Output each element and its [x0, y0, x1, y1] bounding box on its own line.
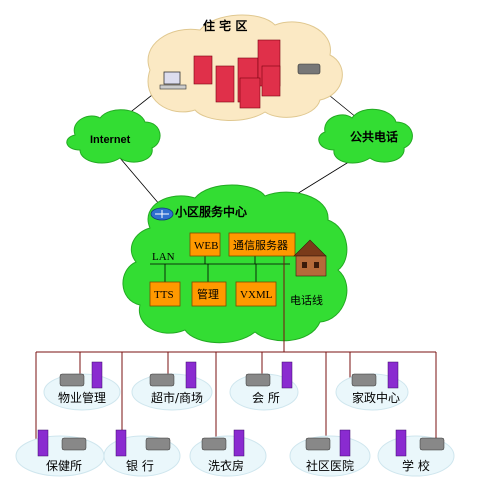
residential-label: 住 宅 区 [203, 18, 247, 33]
web-box: WEB [189, 232, 221, 257]
phone-device-icon [149, 373, 175, 387]
svg-text:WEB: WEB [194, 240, 218, 252]
tts-box: TTS [149, 281, 181, 307]
phone-device-icon [61, 437, 87, 451]
vxml-box: VXML [235, 281, 277, 307]
telephone-icon [297, 63, 321, 75]
node-clubhouse: 会 所 [229, 361, 299, 411]
svg-text:社区医院: 社区医院 [306, 458, 354, 473]
server-icon [115, 429, 127, 457]
phone-device-icon [201, 437, 227, 451]
computer-icon [159, 71, 187, 90]
server-icon [91, 361, 103, 389]
svg-text:物业管理: 物业管理 [58, 390, 106, 405]
phone-device-icon [305, 437, 331, 451]
server-icon [37, 429, 49, 457]
internet-label: Internet [90, 134, 131, 146]
residential-cloud: 住 宅 区 [147, 14, 343, 121]
apartment-buildings-icon [193, 39, 281, 109]
node-clinic: 保健所 [15, 429, 105, 477]
svg-text:会 所: 会 所 [252, 391, 280, 405]
svg-text:TTS: TTS [154, 289, 174, 301]
router-icon [150, 207, 174, 221]
service-center-label: 小区服务中心 [175, 204, 247, 219]
svg-text:洗衣房: 洗衣房 [208, 458, 244, 473]
server-icon [339, 429, 351, 457]
svg-text:VXML: VXML [240, 289, 273, 301]
house-icon [293, 239, 327, 277]
phone-device-icon [245, 373, 271, 387]
node-hospital: 社区医院 [289, 429, 371, 477]
node-school: 学 校 [377, 429, 455, 477]
phone-device-icon [59, 373, 85, 387]
node-laundry: 洗衣房 [189, 429, 267, 477]
management-box: 管理 [191, 281, 227, 307]
svg-text:银 行: 银 行 [126, 459, 154, 473]
node-supermarket: 超市/商场 [131, 361, 213, 411]
node-row-bottom: 保健所 银 行 洗衣房 社区医院 学 校 [15, 429, 455, 477]
svg-text:家政中心: 家政中心 [352, 390, 400, 405]
svg-text:超市/商场: 超市/商场 [151, 390, 203, 405]
server-icon [395, 429, 407, 457]
server-icon [281, 361, 293, 389]
svg-text:保健所: 保健所 [46, 459, 82, 473]
phone-line-label: 电话线 [290, 293, 323, 307]
service-center-cloud: 小区服务中心 LAN WEB 通信服务器 TTS [122, 184, 348, 344]
node-row-top: 物业管理 超市/商场 会 所 家政中心 [43, 361, 409, 411]
node-bank: 银 行 [103, 429, 181, 477]
node-housekeeping: 家政中心 [335, 361, 409, 411]
internet-cloud: Internet [66, 109, 161, 164]
svg-text:通信服务器: 通信服务器 [233, 239, 288, 252]
server-icon [233, 429, 245, 457]
link-internet-center [119, 157, 161, 206]
comm-server-box: 通信服务器 [228, 232, 296, 257]
lan-label: LAN [152, 251, 175, 263]
lan-bus [150, 256, 290, 282]
server-icon [387, 361, 399, 389]
phone-device-icon [351, 373, 377, 387]
node-property-management: 物业管理 [43, 361, 121, 411]
phone-device-icon [419, 437, 445, 451]
phone-network-label: 公共电话 [350, 129, 398, 144]
phone-device-icon [145, 437, 171, 451]
svg-text:管理: 管理 [197, 287, 219, 301]
server-icon [185, 361, 197, 389]
phone-network-cloud: 公共电话 [318, 108, 413, 164]
svg-text:学 校: 学 校 [402, 458, 430, 473]
